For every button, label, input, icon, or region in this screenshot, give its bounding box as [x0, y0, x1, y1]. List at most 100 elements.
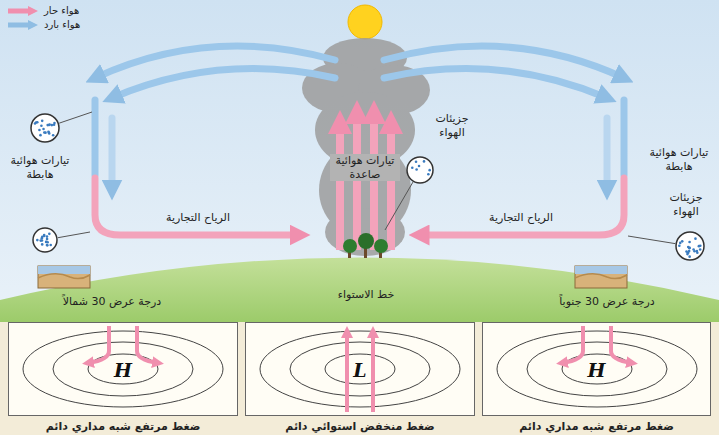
desert-left	[38, 266, 90, 288]
pressure-letter-holder: L	[353, 359, 366, 382]
molecule-dot	[48, 124, 51, 127]
pressure-letter: H	[114, 359, 132, 382]
zoom-circle	[676, 232, 704, 260]
pressure-panels	[8, 322, 711, 416]
molecule-dot	[428, 169, 431, 172]
molecule-dot	[415, 160, 418, 163]
desert-right	[575, 266, 627, 288]
diagram-label: درجة عرض 30 شمالاً	[61, 295, 164, 308]
molecule-dot	[48, 132, 51, 135]
label-holder: جزيئات الهواء	[660, 191, 712, 218]
molecule-dot	[423, 160, 426, 163]
rising-air-arrows	[340, 112, 391, 250]
label-holder: تيارات هوائية هابطة	[7, 154, 73, 181]
zoom-circle	[33, 228, 57, 252]
molecule-dot	[34, 122, 37, 125]
molecule-dot	[46, 241, 49, 244]
zoom-leader	[58, 232, 90, 238]
molecule-dot	[679, 242, 682, 245]
label-holder: خط الاستواء	[311, 283, 421, 302]
trees	[343, 233, 388, 258]
molecule-dot	[41, 120, 44, 123]
molecule-dot	[51, 124, 54, 127]
molecule-dot	[698, 245, 701, 248]
label-holder: درجة عرض 30 جنوباً	[537, 290, 677, 309]
zoom-leader	[628, 236, 675, 244]
molecule-dot	[48, 131, 51, 134]
zoom-circle	[31, 114, 59, 142]
pressure-letter-holder: H	[114, 359, 132, 382]
legend-item: هواء بارد	[6, 18, 80, 32]
molecule-dot	[427, 173, 430, 176]
molecule-dot	[49, 244, 52, 247]
diagram-label: الرياح التجارية	[164, 211, 232, 224]
molecule-dot	[693, 250, 696, 253]
molecule-dot	[685, 250, 688, 253]
legend-text: هواء بارد	[44, 19, 80, 31]
panel-caption: ضغط مرتفع شبه مداري دائم	[46, 421, 201, 434]
pressure-letter-holder: H	[588, 359, 606, 382]
pressure-letter: L	[353, 359, 366, 382]
molecule-dot	[36, 121, 39, 124]
label-holder: الرياح التجارية	[461, 206, 581, 225]
zoom-circle	[407, 157, 433, 183]
molecule-dot	[36, 239, 39, 242]
molecule-dot	[48, 233, 51, 236]
diagram-label: تيارات هوائية هابطة	[646, 146, 712, 172]
air-molecule-zooms	[31, 112, 704, 260]
molecule-dot	[52, 134, 55, 137]
molecule-dot	[418, 165, 421, 168]
diagram-label: الرياح التجارية	[487, 211, 555, 224]
diagram-label: خط الاستواء	[336, 288, 397, 301]
molecule-dot	[47, 131, 50, 134]
molecule-dot	[678, 245, 681, 248]
diagram-label: تيارات هوائية صاعدة	[330, 154, 400, 180]
zoom-leader	[59, 112, 92, 123]
zoom-leader	[385, 182, 413, 230]
molecule-dot	[699, 248, 702, 251]
molecule-dot	[40, 124, 43, 127]
panel-caption: ضغط منخفض استوائي دائم	[285, 421, 434, 434]
legend-text: هواء حار	[44, 5, 79, 17]
upper-cold-air-arrows	[95, 46, 624, 98]
molecule-dot	[688, 250, 691, 253]
legend-arrow	[6, 19, 40, 31]
molecule-dot	[46, 244, 49, 247]
molecule-dot	[688, 247, 691, 250]
molecule-dot	[696, 250, 699, 253]
diagram-label: درجة عرض 30 جنوباً	[557, 295, 657, 308]
molecule-dot	[39, 239, 42, 242]
pressure-panel: Hضغط مرتفع شبه مداري دائم	[482, 322, 711, 416]
legend-arrow	[6, 5, 40, 17]
label-holder: تيارات هوائية صاعدة	[330, 154, 400, 181]
molecule-dot	[415, 168, 418, 171]
molecule-dot	[39, 134, 42, 137]
diagram-label: جزيئات الهواء	[426, 112, 478, 138]
panel-caption: ضغط مرتفع شبه مداري دائم	[519, 421, 674, 434]
caption-holder: ضغط منخفض استوائي دائم	[246, 415, 474, 434]
caption-holder: ضغط مرتفع شبه مداري دائم	[483, 415, 710, 434]
molecule-dot	[694, 237, 697, 240]
molecule-dot	[686, 253, 689, 256]
label-holder: تيارات هوائية هابطة	[646, 146, 712, 173]
legend-item: هواء حار	[6, 4, 80, 18]
pressure-panel: Hضغط مرتفع شبه مداري دائم	[8, 322, 238, 416]
diagram-label: جزيئات الهواء	[660, 191, 712, 217]
earth-surface	[0, 258, 719, 323]
panel-ground	[0, 322, 719, 435]
molecule-dot	[46, 244, 49, 247]
molecule-dot	[42, 128, 45, 131]
label-holder: درجة عرض 30 شمالاً	[42, 290, 182, 309]
molecule-dot	[411, 166, 414, 169]
molecule-dot	[46, 235, 49, 238]
molecule-dot	[43, 131, 46, 134]
molecule-dot	[688, 241, 691, 244]
label-holder: الرياح التجارية	[138, 206, 258, 225]
molecule-dot	[41, 235, 44, 238]
molecule-dot	[46, 238, 49, 241]
pressure-letter: H	[588, 359, 606, 382]
molecule-dot	[688, 255, 691, 258]
molecule-dot	[48, 123, 51, 126]
label-holder: جزيئات الهواء	[426, 112, 478, 139]
